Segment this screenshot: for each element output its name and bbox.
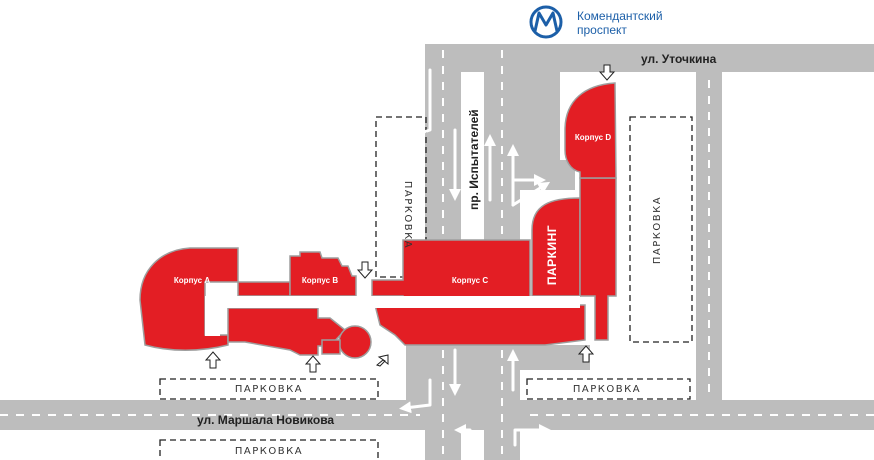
traffic-arrows (394, 68, 551, 447)
metro-station-line1: Комендантский (577, 9, 663, 23)
road-median-link (425, 345, 520, 400)
road-spur-right (520, 345, 590, 370)
metro-logo: Комендантский проспект (529, 5, 663, 39)
road-spur-left (406, 345, 425, 400)
parking-areas (159, 116, 693, 460)
building-east-block (579, 177, 617, 341)
buildings (139, 82, 617, 359)
parking-area-bottom-left (159, 378, 379, 400)
parking-label-bottom-center: ПАРКОВКА (573, 384, 641, 395)
entrance-arrows (204, 64, 616, 373)
parking-label-bottom-left: ПАРКОВКА (235, 384, 303, 395)
road-east-connector (520, 160, 575, 190)
parking-area-right (629, 116, 693, 343)
street-label-utochkina: ул. Уточкина (641, 52, 717, 66)
building-label-a: Корпус А (174, 276, 210, 285)
parking-tower-label: ПАРКИНГ (545, 225, 559, 285)
street-label-novikova: ул. Маршала Новикова (197, 413, 334, 427)
entrance-arrow-north-d (598, 64, 616, 81)
walkways (205, 296, 580, 336)
building-small-block (321, 339, 341, 355)
building-lower-middle (227, 307, 347, 356)
parking-label-right: ПАРКОВКА (652, 196, 663, 264)
metro-station-line2: проспект (577, 23, 627, 37)
entrance-arrow-b (356, 261, 374, 279)
building-label-c: Корпус С (452, 276, 488, 285)
entrance-arrow-b-south (304, 355, 322, 373)
entrance-arrow-rotunda (375, 354, 389, 367)
lane-markings (0, 50, 874, 460)
building-rotunda (338, 325, 372, 359)
entrance-arrow-a (204, 351, 222, 369)
parking-area-top-left (375, 116, 427, 278)
metro-m-glyph (533, 11, 559, 32)
building-b (289, 251, 357, 297)
parking-label-top-left: ПАРКОВКА (402, 181, 413, 249)
building-label-d: Корпус D (575, 133, 611, 142)
street-label-ispytateley: пр. Испытателей (467, 109, 481, 210)
building-connector-ab (237, 281, 291, 297)
parking-area-bottom-center (526, 378, 691, 400)
building-d (564, 82, 617, 179)
parking-label-lower-left: ПАРКОВКА (235, 446, 303, 457)
entrance-arrow-c (577, 345, 595, 363)
road-east-curve (520, 72, 560, 160)
building-label-b: Корпус В (302, 276, 338, 285)
